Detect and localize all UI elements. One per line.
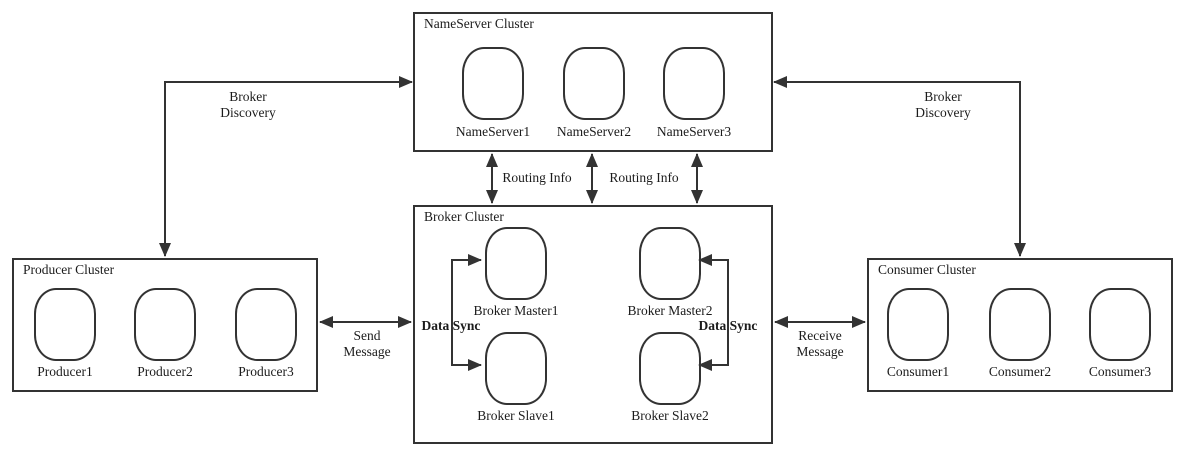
node-label-broker-slave1: Broker Slave1 [477, 408, 555, 423]
node-label-nameserver3: NameServer3 [656, 124, 732, 139]
node-label-broker-master1: Broker Master1 [473, 303, 559, 318]
edge-label-routing-info-right: Routing Info [609, 170, 679, 185]
node-consumer1 [887, 288, 949, 361]
node-label-nameserver2: NameServer2 [556, 124, 632, 139]
cluster-consumer: Consumer Cluster Consumer1 Consumer2 Con… [867, 258, 1173, 392]
node-broker-slave1 [485, 332, 547, 405]
edge-label-broker-discovery-right: Broker Discovery [915, 89, 971, 120]
edge-label-receive-message: Receive Message [796, 328, 844, 359]
node-label-nameserver1: NameServer1 [455, 124, 531, 139]
node-label-consumer1: Consumer1 [886, 364, 950, 379]
node-label-producer2: Producer2 [137, 364, 193, 379]
node-producer3 [235, 288, 297, 361]
node-label-consumer2: Consumer2 [988, 364, 1052, 379]
node-broker-slave2 [639, 332, 701, 405]
edge-label-broker-discovery-left: Broker Discovery [220, 89, 276, 120]
cluster-nameserver: NameServer Cluster NameServer1 NameServe… [413, 12, 773, 152]
node-label-consumer3: Consumer3 [1088, 364, 1152, 379]
node-broker-master1 [485, 227, 547, 300]
node-producer1 [34, 288, 96, 361]
node-producer2 [134, 288, 196, 361]
edge-label-routing-info-left: Routing Info [502, 170, 572, 185]
edge-label-data-sync-right: Data Sync [698, 318, 758, 333]
cluster-broker: Broker Cluster Broker Master1 Broker Mas… [413, 205, 773, 444]
node-label-producer1: Producer1 [37, 364, 93, 379]
node-label-producer3: Producer3 [238, 364, 294, 379]
node-nameserver1 [462, 47, 524, 120]
cluster-producer: Producer Cluster Producer1 Producer2 Pro… [12, 258, 318, 392]
edge-label-data-sync-left: Data Sync [421, 318, 481, 333]
node-broker-master2 [639, 227, 701, 300]
node-nameserver2 [563, 47, 625, 120]
node-consumer2 [989, 288, 1051, 361]
cluster-producer-title: Producer Cluster [23, 262, 115, 277]
cluster-consumer-title: Consumer Cluster [878, 262, 976, 277]
node-consumer3 [1089, 288, 1151, 361]
cluster-nameserver-title: NameServer Cluster [424, 16, 534, 31]
node-label-broker-slave2: Broker Slave2 [631, 408, 709, 423]
node-label-broker-master2: Broker Master2 [627, 303, 713, 318]
edge-label-send-message: Send Message [343, 328, 391, 359]
node-nameserver3 [663, 47, 725, 120]
cluster-broker-title: Broker Cluster [424, 209, 504, 224]
